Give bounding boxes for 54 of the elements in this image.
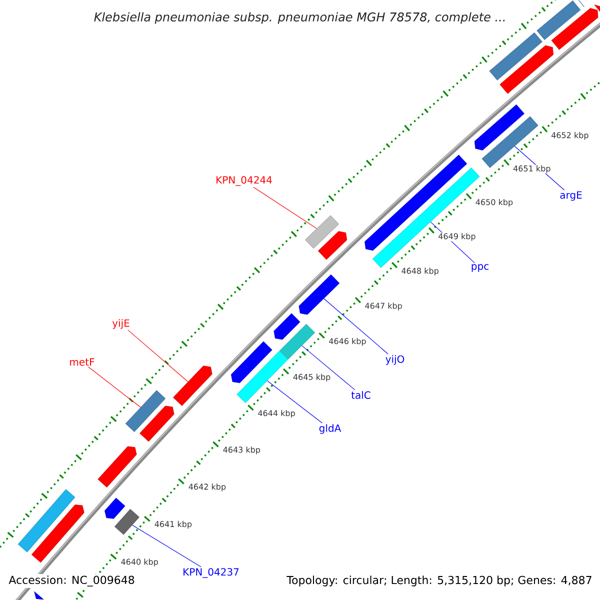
gene-feature (318, 231, 348, 260)
scale-label: 4642 kbp (188, 483, 226, 492)
gene-feature (474, 104, 524, 150)
leader-line (88, 366, 141, 408)
gene-feature (34, 591, 44, 600)
leader-line (132, 524, 202, 568)
gene-box (279, 324, 315, 360)
gene-box (489, 32, 542, 80)
gene-box (576, 0, 584, 8)
gene-box (18, 489, 76, 552)
leader-line (267, 380, 322, 424)
gene-feature (230, 341, 272, 384)
scale-label: 4647 kbp (364, 302, 403, 311)
scale-label: 4648 kbp (400, 267, 440, 276)
gene-label: KPN_04244 (216, 176, 272, 186)
gene-label: argE (560, 191, 582, 201)
info-text: Accession: NC_009648 (7, 574, 136, 588)
gene-box (236, 350, 288, 404)
gene-box (304, 215, 340, 249)
scale-label: 4644 kbp (257, 410, 296, 418)
scale-label: 4640 kbp (120, 558, 159, 567)
gene-feature (31, 504, 84, 563)
gene-label: yijE (112, 319, 130, 329)
info-text: Topology: circular; Length: 5,315,120 bp; Genes: 4,887 (285, 574, 594, 588)
gene-feature (298, 274, 340, 315)
gene-box (125, 390, 166, 432)
gene-feature (551, 8, 598, 50)
gene-feature (173, 366, 212, 406)
gene-feature (274, 313, 300, 340)
scale-label: 4641 kbp (154, 520, 192, 530)
scale-label: 4643 kbp (222, 446, 261, 455)
gene-feature (500, 45, 554, 94)
gene-label: yijO (386, 355, 404, 365)
scale-label: 4650 kbp (474, 198, 514, 208)
gene-feature (98, 446, 137, 488)
gene-box (114, 508, 140, 535)
leader-line (302, 345, 356, 390)
scale-label: 4651 kbp (512, 164, 552, 174)
title: Klebsiella pneumoniae subsp. pneumoniae MGH 78578, complete ... (94, 12, 505, 24)
scale-label: 4652 kbp (550, 132, 590, 140)
scale-label: 4649 kbp (438, 232, 476, 242)
gene-box (536, 0, 581, 40)
gene-label: gldA (319, 424, 342, 434)
gene-feature (140, 406, 174, 442)
scale-label: 4645 kbp (292, 373, 332, 382)
gene-label: talC (351, 391, 370, 399)
gene-feature (104, 498, 126, 519)
leader-line (324, 298, 388, 354)
gene-label: ppc (472, 264, 488, 272)
leader-line (253, 186, 317, 229)
gene-label: metF (70, 358, 94, 366)
leader-line (128, 330, 188, 382)
scale-label: 4646 kbp (328, 338, 367, 346)
gene-label: KPN_04237 (184, 568, 239, 578)
